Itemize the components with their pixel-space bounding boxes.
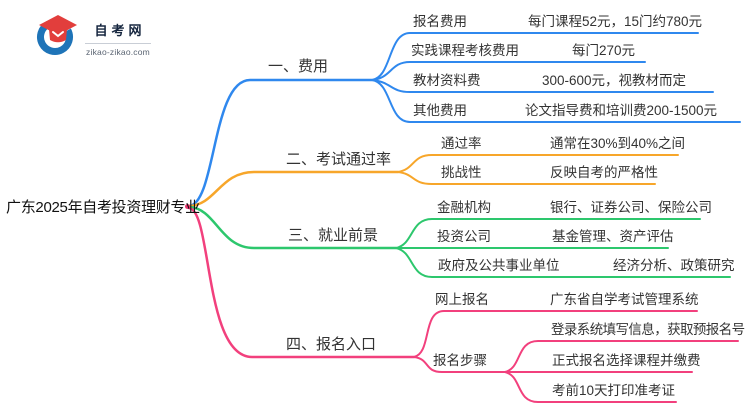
node-online-signup-key: 网上报名 bbox=[435, 292, 489, 307]
node-challenge-key: 挑战性 bbox=[441, 165, 482, 180]
branch-pass-rate-lines bbox=[187, 154, 679, 208]
node-fee-register-key: 报名费用 bbox=[413, 14, 467, 29]
node-fee-books-key: 教材资料费 bbox=[413, 73, 481, 88]
node-fee-other-key: 其他费用 bbox=[413, 103, 467, 118]
branch-jobs-label: 三、就业前景 bbox=[288, 227, 379, 244]
node-invest-co-key: 投资公司 bbox=[437, 229, 491, 244]
node-signup-step-2: 正式报名选择课程并缴费 bbox=[552, 353, 701, 368]
node-fee-practice-key: 实践课程考核费用 bbox=[411, 43, 519, 58]
node-signup-steps-key: 报名步骤 bbox=[433, 353, 487, 368]
node-gov-unit-value: 经济分析、政策研究 bbox=[613, 258, 735, 273]
node-fee-other-value: 论文指导费和培训费200-1500元 bbox=[525, 103, 718, 118]
branch-signup-lines bbox=[185, 204, 739, 403]
node-signup-step-1: 登录系统填写信息，获取预报名号 bbox=[551, 322, 745, 337]
logo-domain: zikao-zikao.com bbox=[86, 47, 150, 57]
node-gov-unit-key: 政府及公共事业单位 bbox=[438, 258, 560, 273]
node-online-signup-value: 广东省自学考试管理系统 bbox=[550, 292, 699, 307]
node-finance-org-key: 金融机构 bbox=[437, 200, 491, 215]
logo-divider bbox=[85, 43, 151, 44]
node-pass-rate-value: 通常在30%到40%之间 bbox=[550, 136, 686, 151]
graduation-cap-icon bbox=[37, 15, 77, 55]
root-junction-dot bbox=[185, 204, 190, 209]
node-fee-books-value: 300-600元，视教材而定 bbox=[542, 73, 687, 88]
branch-fees-lines bbox=[187, 32, 741, 208]
node-finance-org-value: 银行、证券公司、保险公司 bbox=[550, 200, 712, 215]
node-challenge-value: 反映自考的严格性 bbox=[550, 165, 658, 180]
site-logo: 自考网 zikao-zikao.com bbox=[36, 12, 152, 57]
branch-fees-label: 一、费用 bbox=[268, 58, 329, 75]
node-signup-step-3: 考前10天打印准考证 bbox=[552, 383, 676, 398]
root-node: 广东2025年自考投资理财专业 bbox=[6, 199, 200, 216]
branch-signup-label: 四、报名入口 bbox=[286, 336, 377, 353]
branch-pass-rate-label: 二、考试通过率 bbox=[286, 151, 392, 168]
node-pass-rate-key: 通过率 bbox=[441, 136, 482, 151]
node-fee-practice-value: 每门270元 bbox=[572, 43, 636, 58]
node-invest-co-value: 基金管理、资产评估 bbox=[552, 229, 674, 244]
node-fee-register-value: 每门课程52元，15门约780元 bbox=[528, 14, 703, 29]
branch-jobs-lines bbox=[187, 205, 731, 278]
logo-title: 自考网 bbox=[94, 23, 146, 38]
